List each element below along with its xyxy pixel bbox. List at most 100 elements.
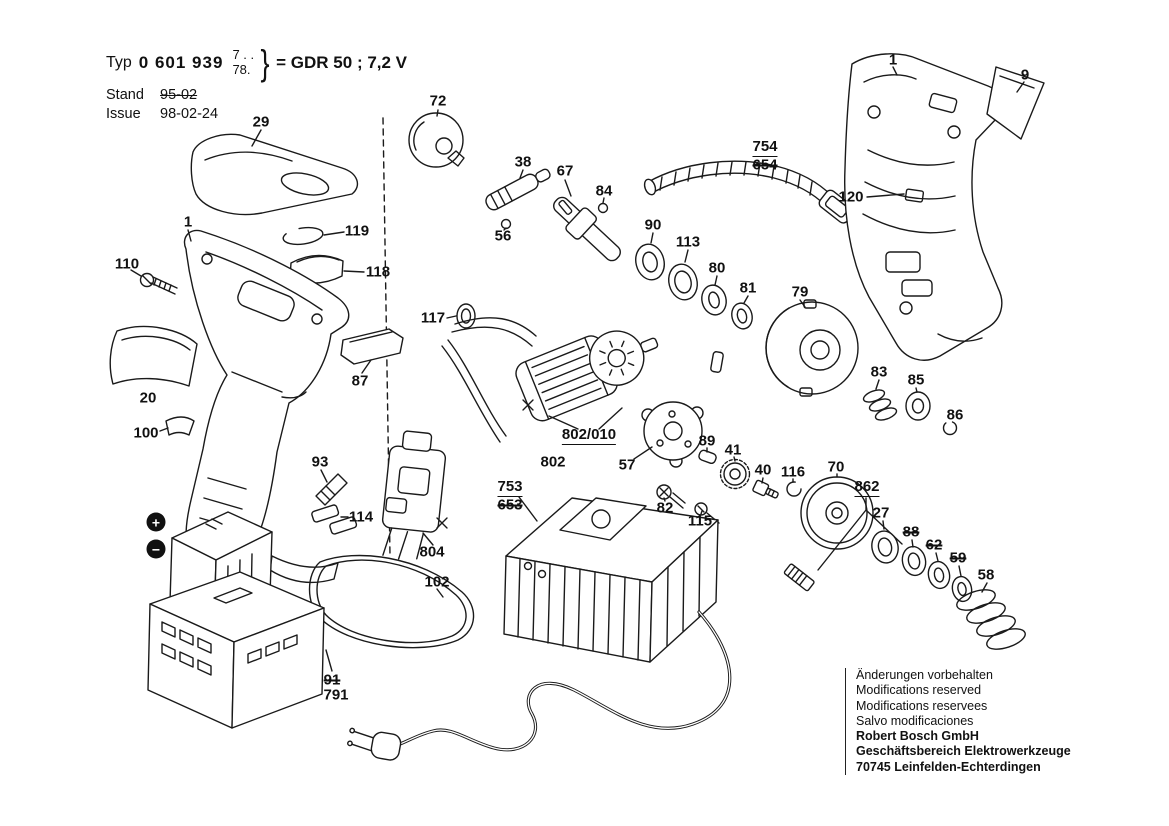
pin-89-drawing	[698, 449, 717, 465]
clips-114-drawing	[311, 504, 358, 535]
part-label-118: 118	[365, 263, 391, 281]
issue-value: 98-02-24	[160, 106, 219, 122]
part-label-100: 100	[133, 424, 159, 442]
screw-110-drawing	[130, 269, 178, 295]
strap-754-drawing	[643, 160, 856, 224]
variant-bottom: 78.	[232, 62, 251, 77]
part-label-40: 40	[754, 461, 772, 479]
legal-line-en: Modifications reserved	[856, 683, 982, 698]
part-label-90: 90	[644, 216, 662, 234]
model-name: = GDR 50 ; 7,2 V	[276, 53, 408, 72]
stand-row: Stand 95-02	[106, 87, 407, 103]
wires-drawing	[441, 317, 537, 443]
part-label-102: 102	[424, 573, 450, 591]
screw-115-drawing	[694, 502, 720, 524]
washer-88-drawing	[901, 539, 927, 577]
clip-ring-drawing	[282, 226, 345, 246]
flange-57-drawing	[633, 401, 704, 468]
screw-82-drawing	[656, 484, 686, 509]
legal-block: Änderungen vorbehalten Modifications res…	[845, 668, 1160, 775]
leader-804	[422, 532, 434, 546]
type-number: 0 601 939	[138, 53, 224, 72]
boot-drawing	[109, 325, 198, 387]
type-row: Typ 0 601 939 7 . . 78. } = GDR 50 ; 7,2…	[106, 42, 407, 84]
leader-802	[548, 407, 623, 430]
impact-cup-79-drawing	[765, 299, 859, 397]
part-label-119: 119	[344, 222, 370, 240]
clip-87-drawing	[340, 328, 404, 374]
ring-113-drawing	[668, 249, 698, 301]
typ-label: Typ	[106, 54, 132, 71]
part-label-20: 20	[139, 389, 157, 407]
label-blade-9-drawing	[986, 66, 1045, 140]
part-label-56: 56	[494, 227, 512, 245]
leader-38	[519, 169, 524, 179]
plug-drawing	[347, 727, 402, 761]
part-label-86: 86	[946, 406, 964, 424]
leader-84	[602, 197, 605, 204]
brace-glyph: }	[260, 42, 270, 83]
cap-72-drawing	[408, 109, 465, 168]
leader-67	[564, 179, 572, 197]
part-label-81: 81	[739, 279, 757, 297]
screw-set-drawing	[783, 563, 815, 592]
part-label-804: 804	[419, 543, 445, 561]
part-label-1: 1	[888, 51, 898, 69]
battery-big-drawing	[147, 571, 325, 729]
company-division: Geschäftsbereich Elektrowerkzeuge	[856, 744, 1071, 759]
x-mark-motor	[522, 399, 534, 411]
part-label-91: 91	[323, 671, 341, 689]
clip-100-drawing	[159, 416, 195, 436]
stand-value: 95-02	[160, 87, 198, 103]
part-label-70: 70	[827, 458, 845, 476]
part-label-29: 29	[252, 113, 270, 131]
ring-80-drawing	[701, 275, 727, 316]
pin-drawing	[558, 199, 573, 215]
part-label-27: 27	[872, 504, 890, 522]
title-block: Typ 0 601 939 7 . . 78. } = GDR 50 ; 7,2…	[106, 42, 407, 122]
bearing-27-drawing	[871, 520, 899, 564]
part-label-116: 116	[780, 463, 806, 481]
ring-86-drawing	[942, 420, 958, 436]
part-label-93: 93	[311, 453, 329, 471]
motor-drawing	[515, 330, 659, 422]
part-label-84: 84	[595, 182, 613, 200]
part-label-82: 82	[656, 499, 674, 517]
disc-70-drawing	[800, 473, 874, 550]
collar-85-drawing	[905, 387, 931, 421]
bolt-40-drawing	[752, 479, 779, 499]
top-cover-drawing	[190, 129, 359, 216]
part-label-862: 862	[854, 478, 880, 497]
ring-116-drawing	[786, 481, 802, 497]
battery-polarity-symbol: +	[146, 512, 166, 532]
type-variants: 7 . . 78.	[230, 47, 254, 78]
part-label-79: 79	[791, 283, 809, 301]
part-label-87: 87	[351, 372, 369, 390]
part-label-654: 654	[752, 156, 778, 174]
part-label-62: 62	[925, 536, 943, 554]
part-label-67: 67	[556, 162, 574, 180]
part-label-1: 1	[183, 213, 193, 231]
part-label-120: 120	[838, 188, 864, 206]
part-label-57: 57	[618, 456, 636, 474]
part-label-754: 754	[752, 138, 778, 157]
shaft-38-drawing	[485, 168, 551, 211]
charger-drawing	[503, 496, 719, 663]
spring-58-drawing	[956, 582, 1026, 650]
part-label-110: 110	[114, 255, 140, 273]
company-name: Robert Bosch GmbH	[856, 729, 979, 743]
part-label-85: 85	[907, 371, 925, 389]
part-label-89: 89	[698, 432, 716, 450]
part-label-83: 83	[870, 363, 888, 381]
left-housing-drawing	[183, 229, 350, 584]
battery-polarity-symbol: −	[146, 539, 166, 559]
legal-line-de: Änderungen vorbehalten	[856, 668, 993, 682]
leader-40	[761, 477, 764, 484]
part-label-80: 80	[708, 259, 726, 277]
part-label-791: 791	[323, 686, 349, 704]
bit-93-drawing	[315, 469, 348, 506]
gear-41-drawing	[719, 456, 751, 490]
